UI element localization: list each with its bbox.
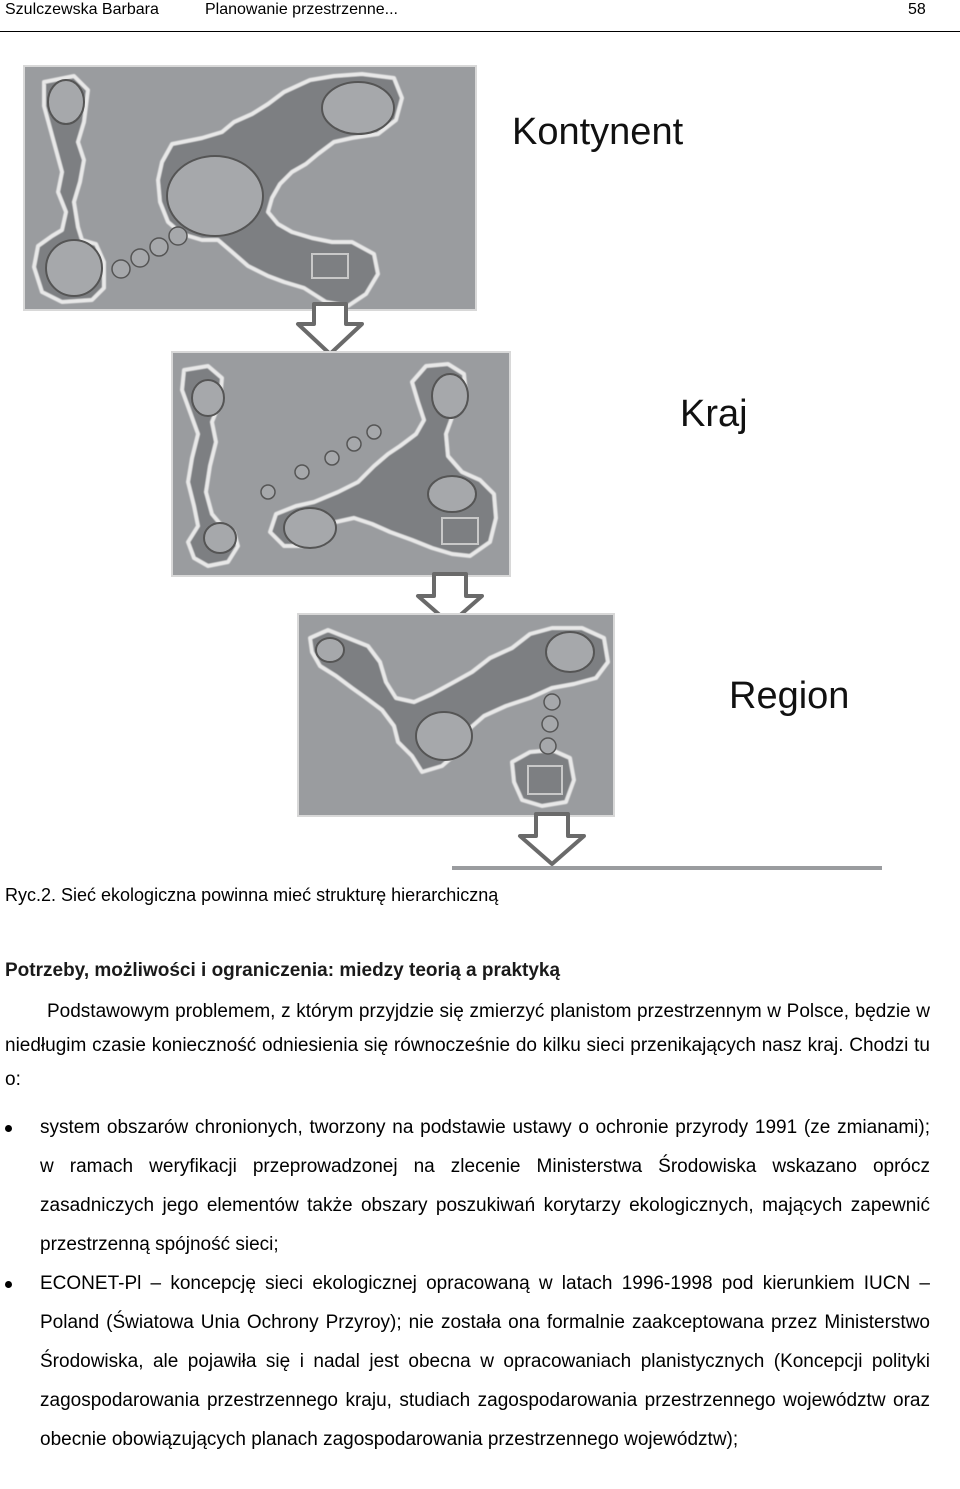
hierarchy-figure: Kontynent Kraj Region xyxy=(22,62,882,872)
region-core xyxy=(315,637,345,663)
header-author: Szulczewska Barbara xyxy=(5,1,159,18)
country-core xyxy=(431,373,469,419)
network-list: system obszarów chronionych, tworzony na… xyxy=(0,1108,930,1459)
country-stepping-stone xyxy=(366,424,382,440)
continent-stepping-stone xyxy=(149,237,169,257)
hierarchy-diagram xyxy=(23,65,882,870)
country-core xyxy=(191,379,225,417)
country-core xyxy=(283,507,337,549)
country-stepping-stone xyxy=(346,436,362,452)
continent-stepping-stone xyxy=(111,259,131,279)
label-country: Kraj xyxy=(680,393,748,435)
label-continent: Kontynent xyxy=(512,111,684,153)
arrow-down-icon xyxy=(518,812,586,866)
country-stepping-stone xyxy=(260,484,276,500)
label-region: Region xyxy=(729,675,850,717)
region-stepping-stone xyxy=(539,737,557,755)
intro-paragraph-text: Podstawowym problemem, z którym przyjdzi… xyxy=(5,1001,930,1090)
country-stepping-stone xyxy=(324,450,340,466)
region-core xyxy=(545,631,595,673)
arrow-down-icon xyxy=(416,572,484,626)
region-map xyxy=(297,613,615,817)
continent-map xyxy=(23,65,477,311)
continent-square xyxy=(311,253,349,279)
continent-core xyxy=(47,79,85,125)
header-title: Planowanie przestrzenne... xyxy=(205,1,398,18)
country-square xyxy=(441,517,479,545)
figure-caption: Ryc.2. Sieć ekologiczna powinna mieć str… xyxy=(5,885,499,905)
region-square xyxy=(527,765,563,795)
region-stepping-stone xyxy=(541,715,559,733)
page-number: 58 xyxy=(908,1,926,18)
country-core xyxy=(427,475,477,513)
header-rule xyxy=(0,31,960,32)
intro-paragraph: Podstawowym problemem, z którym przyjdzi… xyxy=(5,995,930,1097)
arrow-down-icon xyxy=(296,302,364,356)
section-heading: Potrzeby, możliwości i ograniczenia: mie… xyxy=(5,960,561,981)
region-core xyxy=(415,711,473,761)
list-item-text: system obszarów chronionych, tworzony na… xyxy=(40,1117,930,1255)
country-network xyxy=(180,362,498,568)
country-core xyxy=(203,522,237,554)
bullet-icon xyxy=(5,1281,12,1288)
page-header: Szulczewska Barbara Planowanie przestrze… xyxy=(0,0,960,34)
country-map xyxy=(171,351,511,577)
bullet-icon xyxy=(5,1125,12,1132)
continent-core xyxy=(321,81,395,135)
continent-stepping-stone xyxy=(168,226,188,246)
continent-stepping-stone xyxy=(130,248,150,268)
list-item: ECONET-Pl – koncepcję sieci ekologicznej… xyxy=(0,1264,930,1459)
country-stepping-stone xyxy=(294,464,310,480)
region-stepping-stone xyxy=(543,693,561,711)
continent-core xyxy=(166,155,264,237)
list-item: system obszarów chronionych, tworzony na… xyxy=(0,1108,930,1264)
continent-core xyxy=(45,239,103,297)
list-item-text: ECONET-Pl – koncepcję sieci ekologicznej… xyxy=(40,1273,930,1450)
